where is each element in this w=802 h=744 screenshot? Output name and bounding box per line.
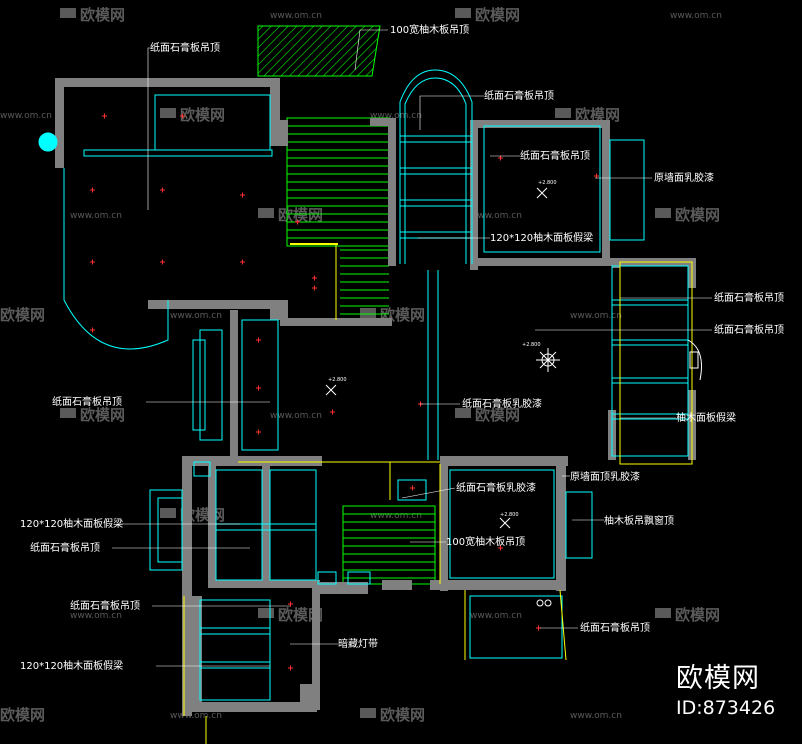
label-hidden-light: 暗藏灯带 (338, 637, 378, 650)
watermark-logo: 欧模网 (258, 606, 323, 624)
svg-text:欧模网: 欧模网 (80, 6, 125, 24)
corridor-slats (287, 125, 435, 579)
svg-text:欧模网: 欧模网 (0, 706, 45, 724)
watermark-url: www.om.cn (170, 711, 222, 721)
label-beam-mid: 120*120柚木面板假梁 (490, 231, 593, 244)
level-mark: +2.800 (500, 512, 519, 518)
svg-text:欧模网: 欧模网 (278, 606, 323, 624)
watermark-url: www.om.cn (470, 211, 522, 221)
label-ceiling-right-bottom: 纸面石膏板吊顶 (580, 621, 650, 634)
watermark-url: www.om.cn (70, 211, 122, 221)
svg-text:欧模网: 欧模网 (575, 106, 620, 124)
watermark-url: www.om.cn (470, 611, 522, 621)
label-ceiling-center: 纸面石膏板乳胶漆 (462, 397, 542, 410)
label-ceiling-left-mid: 纸面石膏板吊顶 (52, 395, 122, 408)
level-mark: +2.800 (522, 342, 541, 348)
label-ceiling-lower-mid: 纸面石膏板乳胶漆 (456, 481, 536, 494)
svg-text:欧模网: 欧模网 (675, 606, 720, 624)
corner-brand-id: ID:873426 (676, 697, 776, 719)
door-swing (536, 339, 702, 607)
svg-text:欧模网: 欧模网 (180, 106, 225, 124)
watermark-logo: 欧模网 (655, 206, 720, 224)
svg-text:欧模网: 欧模网 (0, 306, 45, 324)
leader-lines (112, 29, 712, 667)
watermark-logo: 欧模网 (60, 6, 125, 24)
watermark-logo: 欧模网 (455, 406, 520, 424)
label-ceiling-left-bottom: 纸面石膏板吊顶 (70, 599, 140, 612)
watermark-url: www.om.cn (370, 111, 422, 121)
label-beam-right: 柚木面板假梁 (676, 411, 736, 424)
ceiling-lights (90, 113, 599, 671)
svg-text:欧模网: 欧模网 (80, 406, 125, 424)
label-ceiling-mid-top: 纸面石膏板吊顶 (484, 89, 554, 102)
yellow-lines (183, 243, 693, 744)
label-ceiling-right-room: 纸面石膏板吊顶 (520, 149, 590, 162)
watermark-url: www.om.cn (0, 111, 52, 121)
watermark-logo: 欧模网 (360, 706, 425, 724)
level-mark: +2.800 (538, 180, 557, 186)
ceiling-fixture (325, 187, 548, 529)
svg-text:欧模网: 欧模网 (278, 206, 323, 224)
annotation-labels: 100宽柚木板吊顶 纸面石膏板吊顶 纸面石膏板吊顶 纸面石膏板吊顶 原墙面乳胶漆… (20, 23, 784, 672)
watermark-logo: 欧模网 (258, 206, 323, 224)
svg-text:欧模网: 欧模网 (380, 706, 425, 724)
label-ceiling-left-top: 纸面石膏板吊顶 (150, 41, 220, 54)
label-strip-top: 100宽柚木板吊顶 (390, 23, 469, 36)
label-beam-left-1: 120*120柚木面板假梁 (20, 517, 123, 530)
label-ceiling-right-1: 纸面石膏板吊顶 (714, 291, 784, 304)
watermark-logo: 欧模网 (555, 106, 620, 124)
watermark-url: www.om.cn (70, 611, 122, 621)
cyan-outlines (38, 69, 689, 701)
watermark-url: www.om.cn (570, 311, 622, 321)
label-wall-top-paint: 原墙面顶乳胶漆 (570, 470, 640, 483)
level-mark: +2.800 (328, 377, 347, 383)
chandelier-symbol (536, 348, 560, 372)
watermark-url: www.om.cn (570, 711, 622, 721)
svg-text:欧模网: 欧模网 (475, 406, 520, 424)
label-wall-paint: 原墙面乳胶漆 (654, 171, 714, 184)
watermark-url: www.om.cn (270, 411, 322, 421)
watermark-logo: 欧模网 (655, 606, 720, 624)
top-teak-strip (257, 25, 381, 77)
svg-text:欧模网: 欧模网 (675, 206, 720, 224)
label-window-top: 柚木板吊飘窗顶 (604, 514, 674, 527)
watermark-logo: 欧模网 (0, 706, 45, 724)
label-ceiling-right-2: 纸面石膏板吊顶 (714, 323, 784, 336)
watermark-logo: 欧模网 (60, 406, 125, 424)
watermark-url: www.om.cn (370, 511, 422, 521)
watermark-logo: 欧模网 (455, 6, 520, 24)
arched-hall-outline (399, 69, 473, 264)
watermark-url: www.om.cn (270, 11, 322, 21)
label-ceiling-left-low: 纸面石膏板吊顶 (30, 541, 100, 554)
watermark-url: www.om.cn (670, 11, 722, 21)
label-beam-left-2: 120*120柚木面板假梁 (20, 659, 123, 672)
label-strip-low: 100宽柚木板吊顶 (446, 535, 525, 548)
corner-brand-name: 欧模网 (676, 663, 760, 694)
watermark-logo: 欧模网 (160, 106, 225, 124)
svg-text:欧模网: 欧模网 (475, 6, 520, 24)
watermark-logo: 欧模网 (0, 306, 45, 324)
watermark-url: www.om.cn (170, 311, 222, 321)
watermark-layer: 欧模网 欧模网 欧模网 欧模网 欧模网 欧模网 欧模网 欧模网 欧模网 欧模网 … (0, 6, 722, 724)
